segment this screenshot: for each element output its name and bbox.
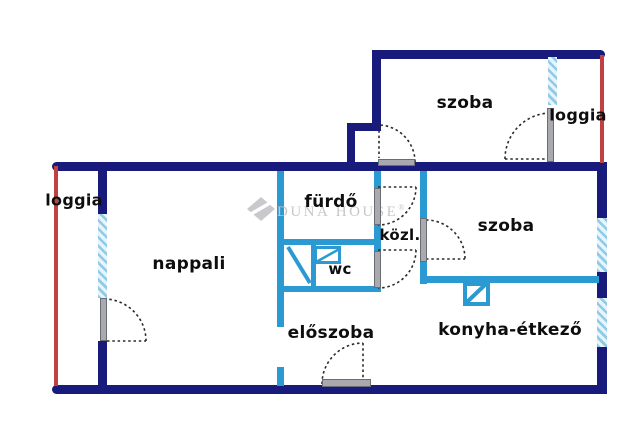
door-leaf-szoba-top — [378, 159, 415, 166]
door-arc-loggia-left — [103, 298, 147, 342]
wall-wc-inner — [311, 243, 316, 288]
wall-top-block-top — [372, 50, 605, 59]
washbasin-diagonal — [316, 248, 340, 263]
washbasin-symbol — [314, 246, 341, 264]
wall-loggia-left-divider-upper — [98, 168, 107, 214]
door-leaf-loggia-left — [100, 298, 107, 341]
vent-diagonal — [464, 279, 491, 305]
wall-right-upper — [597, 162, 607, 218]
window-right-szoba — [597, 218, 607, 272]
watermark-brand: DUNA HOUSE — [277, 204, 399, 220]
room-label-szoba-right: szoba — [477, 216, 535, 236]
door-arc-entry — [321, 342, 364, 385]
door-leaf-furdo — [374, 188, 381, 225]
room-label-szoba-top: szoba — [436, 93, 494, 113]
wall-step-vertical — [347, 123, 355, 171]
watermark-diamond-icon — [247, 197, 275, 221]
room-label-loggia-top: loggia — [549, 105, 607, 125]
wall-szoba-konyha-divider — [420, 276, 599, 283]
door-arc-szoba-right — [425, 219, 466, 260]
room-label-loggia-left: loggia — [45, 190, 103, 210]
wall-kozl-left-upper — [374, 171, 381, 188]
loggia-left-open-edge — [54, 166, 58, 386]
room-label-wc: wc — [328, 260, 352, 278]
door-leaf-wc — [374, 251, 381, 288]
room-label-konyha-etkezo: konyha-étkező — [438, 320, 582, 340]
wall-right-middle — [597, 272, 607, 298]
watermark: DUNA HOUSE® — [277, 203, 404, 221]
window-left-loggia — [98, 214, 107, 298]
wall-top-block-left — [372, 50, 381, 126]
room-label-nappali: nappali — [152, 254, 226, 274]
door-arc-loggia-top — [504, 112, 552, 160]
shower-diagonal — [286, 245, 312, 285]
wall-step-horizontal — [347, 123, 381, 131]
wall-kozl-left-middle — [374, 225, 381, 251]
wall-furdo-wc-divider — [277, 239, 381, 245]
watermark-registered: ® — [398, 203, 405, 212]
door-arc-wc — [377, 249, 417, 289]
door-arc-furdo — [377, 186, 417, 226]
wall-kozl-right-lower — [420, 262, 427, 284]
door-leaf-szoba-right — [420, 218, 427, 262]
wall-main-bottom — [52, 385, 607, 394]
room-label-eloszoba: előszoba — [287, 323, 375, 343]
wall-right-lower — [597, 347, 607, 394]
door-leaf-loggia-top — [547, 108, 554, 162]
window-right-konyha — [597, 298, 607, 347]
door-arc-szoba-top — [377, 124, 416, 163]
room-label-furdo: fürdő — [304, 192, 358, 212]
room-label-kozl: közl. — [379, 226, 421, 244]
door-leaf-entry — [322, 379, 371, 387]
wall-wc-bottom — [277, 286, 381, 292]
window-top-loggia — [548, 57, 557, 105]
wall-nappali-divider-upper — [277, 171, 284, 327]
wall-kozl-right-upper — [420, 171, 427, 218]
wall-loggia-left-divider-lower — [98, 341, 107, 389]
wall-main-top — [52, 162, 607, 171]
loggia-top-open-edge — [600, 55, 604, 163]
wall-nappali-divider-lower — [277, 367, 284, 386]
